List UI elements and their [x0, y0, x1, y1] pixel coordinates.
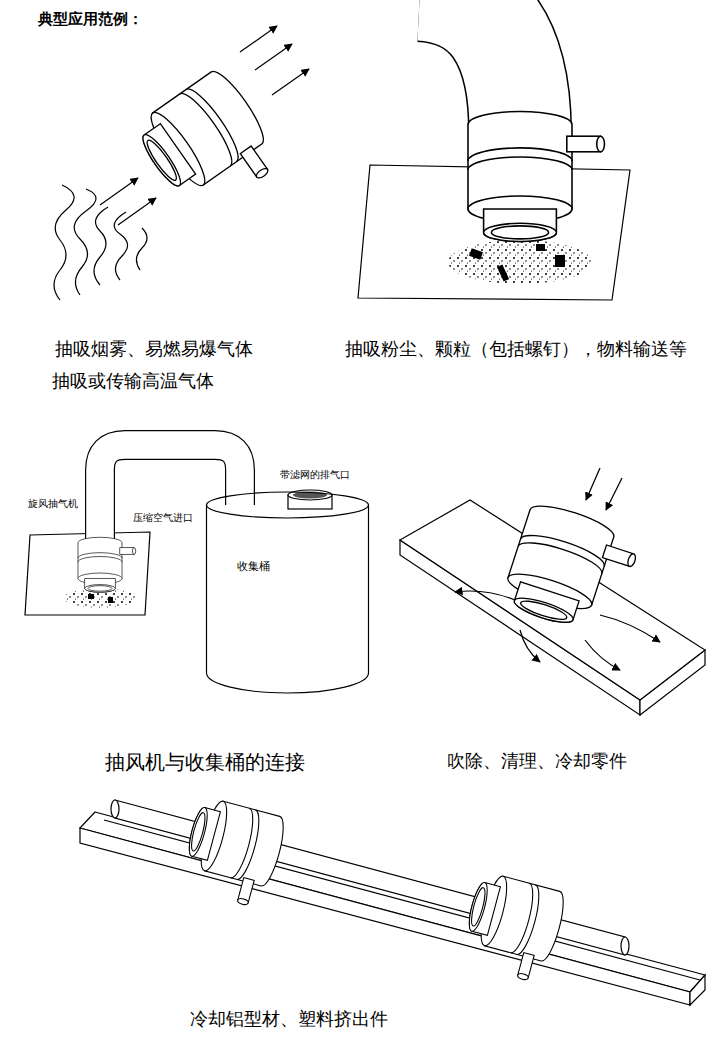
bucket-outline — [205, 490, 370, 695]
part-label: 压缩空气进口 — [133, 512, 193, 524]
caption: 抽风机与收集桶的连接 — [105, 750, 305, 774]
page-title: 典型应用范例： — [38, 10, 143, 28]
part-label: 带滤网的排气口 — [280, 469, 350, 481]
caption: 吹除、清理、冷却零件 — [447, 750, 627, 772]
part-label: 旋风抽气机 — [28, 498, 78, 510]
caption: 抽吸粉尘、颗粒（包括螺钉），物料输送等 — [345, 338, 687, 360]
smoke-figure — [54, 26, 309, 300]
collection-bucket: 收集桶 — [205, 490, 370, 695]
blowoff-figure — [400, 468, 705, 715]
caption: 冷却铝型材、塑料挤出件 — [190, 1008, 388, 1030]
extrusion-figure — [80, 795, 705, 1005]
caption: 抽吸烟雾、易燃易爆气体 — [55, 338, 253, 360]
dust-figure — [358, 0, 630, 300]
caption: 抽吸或传输高温气体 — [52, 370, 214, 392]
bucket-rim — [207, 492, 369, 518]
node-text: 收集桶 — [237, 560, 370, 573]
bucket-body — [207, 505, 369, 693]
